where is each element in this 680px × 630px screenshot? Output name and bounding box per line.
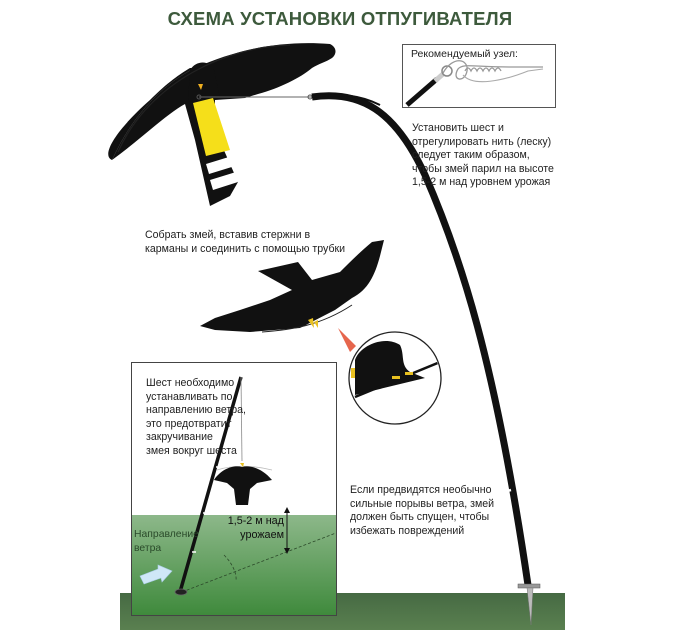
knot-icon (405, 60, 544, 107)
wind-direction-note: Шест необходимо устанавливать по направл… (146, 377, 247, 457)
large-kite-icon (108, 43, 336, 206)
magnifier-pointer (338, 328, 356, 352)
diagram-title: СХЕМА УСТАНОВКИ ОТПУГИВАТЕЛЯ (167, 8, 513, 29)
assembled-kite-icon (200, 240, 384, 333)
inset-illustration (132, 376, 336, 615)
set-pole-instruction: Установить шест и отрегулировать нить (л… (412, 122, 554, 189)
gusts-note: Если предвидятся необычно сильные порывы… (350, 484, 495, 537)
installation-inset: Шест необходимо устанавливать по направл… (131, 362, 337, 616)
magnifier-detail (348, 331, 442, 425)
assemble-instruction: Собрать змей, вставив стержни в карманы … (145, 229, 346, 255)
crop-field (132, 515, 336, 615)
height-label: 1,5-2 м над урожаем (227, 515, 284, 541)
knot-label: Рекомендуемый узел: (411, 48, 518, 60)
wind-arrow-icon (139, 564, 173, 585)
fishing-pole (311, 92, 532, 586)
wind-direction-label: Направление ветра (134, 529, 199, 554)
recommended-knot-box: Рекомендуемый узел: (402, 44, 556, 108)
inset-pole (178, 376, 243, 593)
inset-kite-icon (214, 463, 273, 505)
